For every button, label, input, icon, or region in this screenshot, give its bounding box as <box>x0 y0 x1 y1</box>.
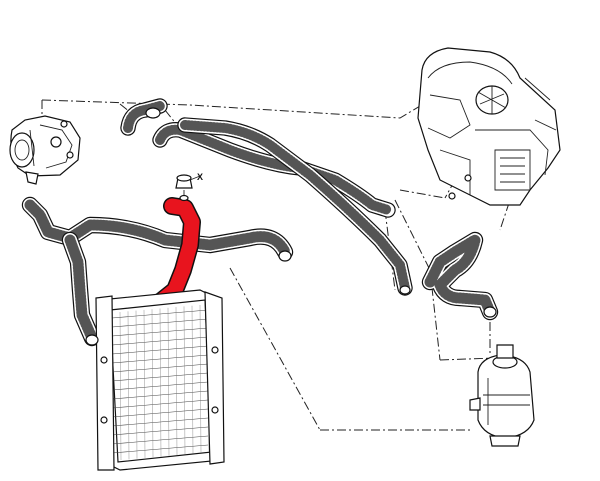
hose-highlighted-red <box>151 197 201 311</box>
bleed-screw <box>175 174 201 202</box>
hose-bypass-upper <box>120 98 168 136</box>
leader-line <box>429 269 441 361</box>
leader-line <box>41 99 431 119</box>
heater-blower-unit <box>417 47 561 206</box>
leader-line <box>164 109 186 136</box>
hose-clamps <box>85 107 497 346</box>
hose-main-feed <box>21 196 294 261</box>
radiator <box>95 289 225 471</box>
expansion-tank <box>469 344 535 447</box>
radiator-fins <box>111 304 210 461</box>
leader-line <box>229 267 321 431</box>
thermostat-housing <box>9 115 81 185</box>
hose-heater-return <box>177 117 413 296</box>
callout-label-x: X <box>197 172 203 182</box>
hose-radiator-lower <box>61 231 101 347</box>
leader-line <box>399 189 446 199</box>
leader-line <box>394 199 431 271</box>
hose-heater-to-tank <box>421 231 499 321</box>
hose-heater-feed <box>152 122 396 218</box>
leader-lines <box>41 99 521 431</box>
hose-group <box>21 98 499 347</box>
leader-line <box>499 169 521 231</box>
